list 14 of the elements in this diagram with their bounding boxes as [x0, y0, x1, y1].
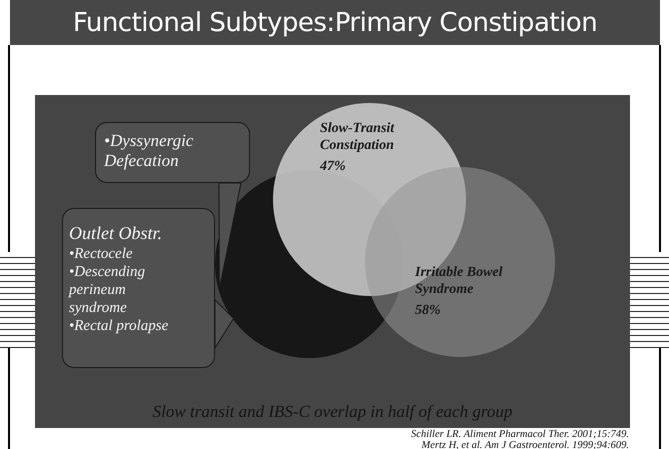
reference: Schiller LR. Aliment Pharmacol Ther. 2001;15:749. [411, 429, 629, 440]
circle-label: 58% [415, 303, 442, 320]
callout-text: •Rectal prolapse [69, 316, 170, 335]
callout-pointer [214, 298, 234, 350]
circle-label: Slow-Transit Constipation [320, 121, 396, 155]
speech-bubble [62, 208, 215, 368]
callout-text: •Rectocele [69, 244, 134, 263]
callout-text: Outlet Obstr. [69, 223, 164, 245]
callout-text: •Descending perineum syndrome [69, 262, 146, 317]
callout-text: •Dyssynergic Defecation [104, 131, 194, 172]
circle-label: 47% [320, 159, 347, 176]
speech-bubble [95, 122, 250, 183]
slide-title: Functional Subtypes:Primary Constipation [72, 8, 598, 38]
circle-label: Irritable Bowel Syndrome [415, 265, 504, 299]
